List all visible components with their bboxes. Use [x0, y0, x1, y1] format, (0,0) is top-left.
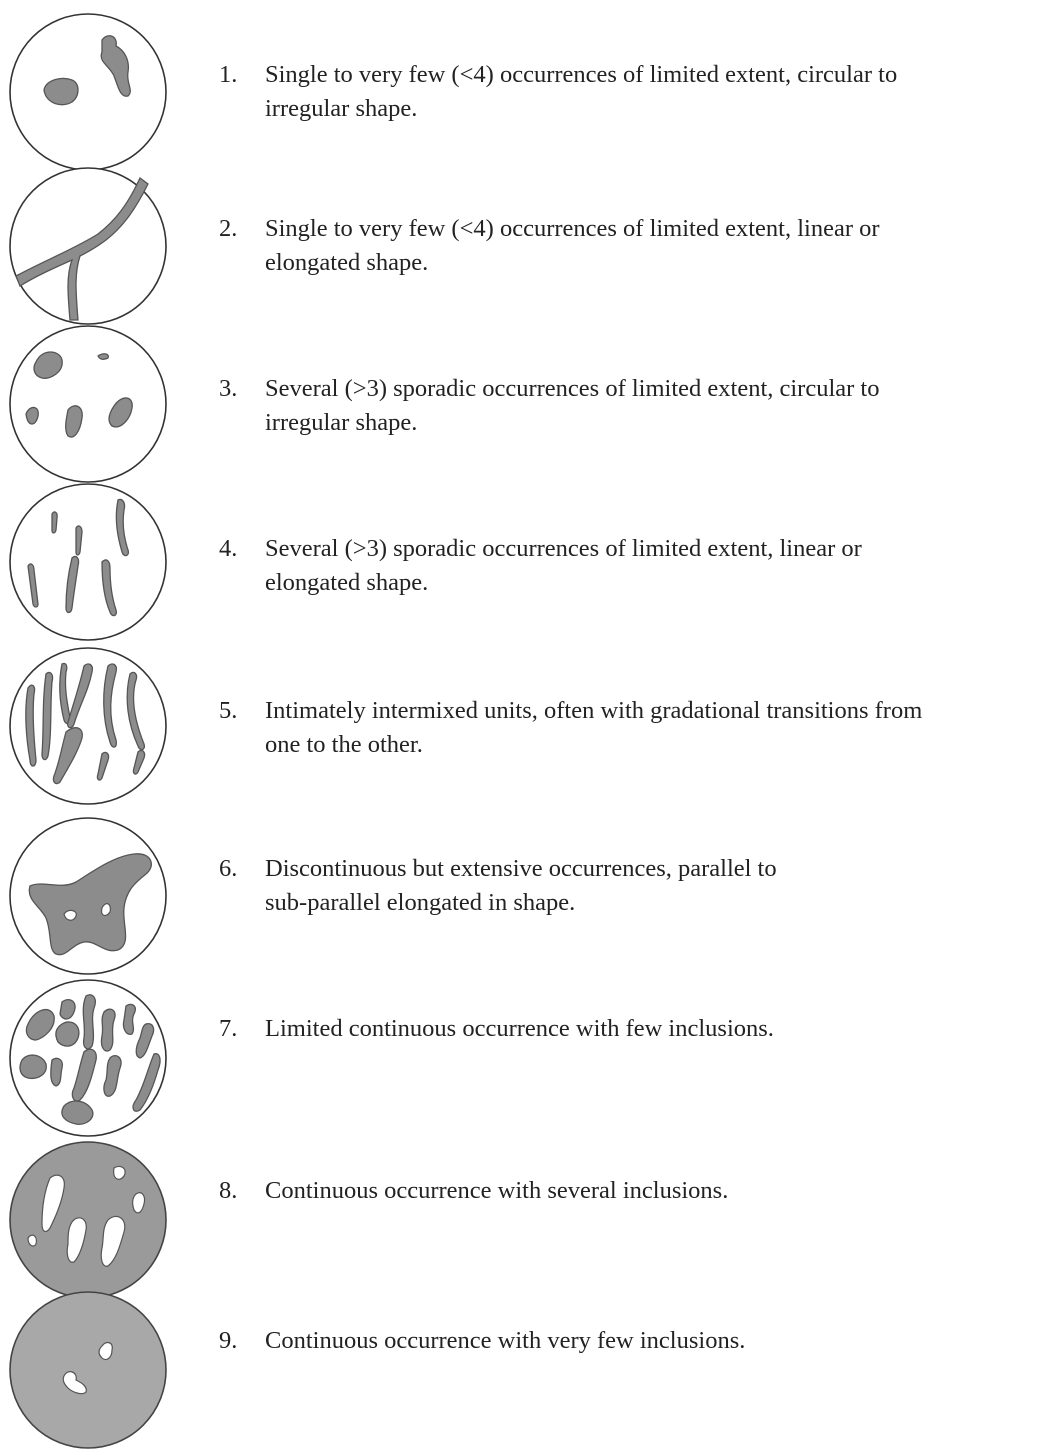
pattern-5-icon: [6, 644, 170, 808]
item-number: 8.: [219, 1174, 237, 1208]
pattern-1-icon: [6, 10, 170, 174]
item-description: Limited continuous occurrence with few i…: [265, 1012, 1055, 1046]
item-number: 1.: [219, 58, 237, 92]
pattern-7-icon: [6, 976, 170, 1140]
item-description: Intimately intermixed units, often with …: [265, 694, 1055, 762]
item-description: Continuous occurrence with several inclu…: [265, 1174, 1055, 1208]
pattern-9-icon: [6, 1288, 170, 1452]
pattern-6-icon: [6, 814, 170, 978]
item-description: Several (>3) sporadic occurrences of lim…: [265, 532, 1055, 600]
item-number: 4.: [219, 532, 237, 566]
pattern-2-icon: [6, 164, 170, 328]
item-number: 2.: [219, 212, 237, 246]
pattern-8-icon: [6, 1138, 170, 1302]
pattern-3-icon: [6, 322, 170, 486]
item-number: 7.: [219, 1012, 237, 1046]
item-number: 3.: [219, 372, 237, 406]
item-description: Continuous occurrence with very few incl…: [265, 1324, 1055, 1358]
item-description: Single to very few (<4) occurrences of l…: [265, 58, 1055, 126]
item-number: 6.: [219, 852, 237, 886]
item-description: Discontinuous but extensive occurrences,…: [265, 852, 1055, 920]
item-number: 9.: [219, 1324, 237, 1358]
item-description: Single to very few (<4) occurrences of l…: [265, 212, 1055, 280]
pattern-4-icon: [6, 480, 170, 644]
item-description: Several (>3) sporadic occurrences of lim…: [265, 372, 1055, 440]
item-number: 5.: [219, 694, 237, 728]
